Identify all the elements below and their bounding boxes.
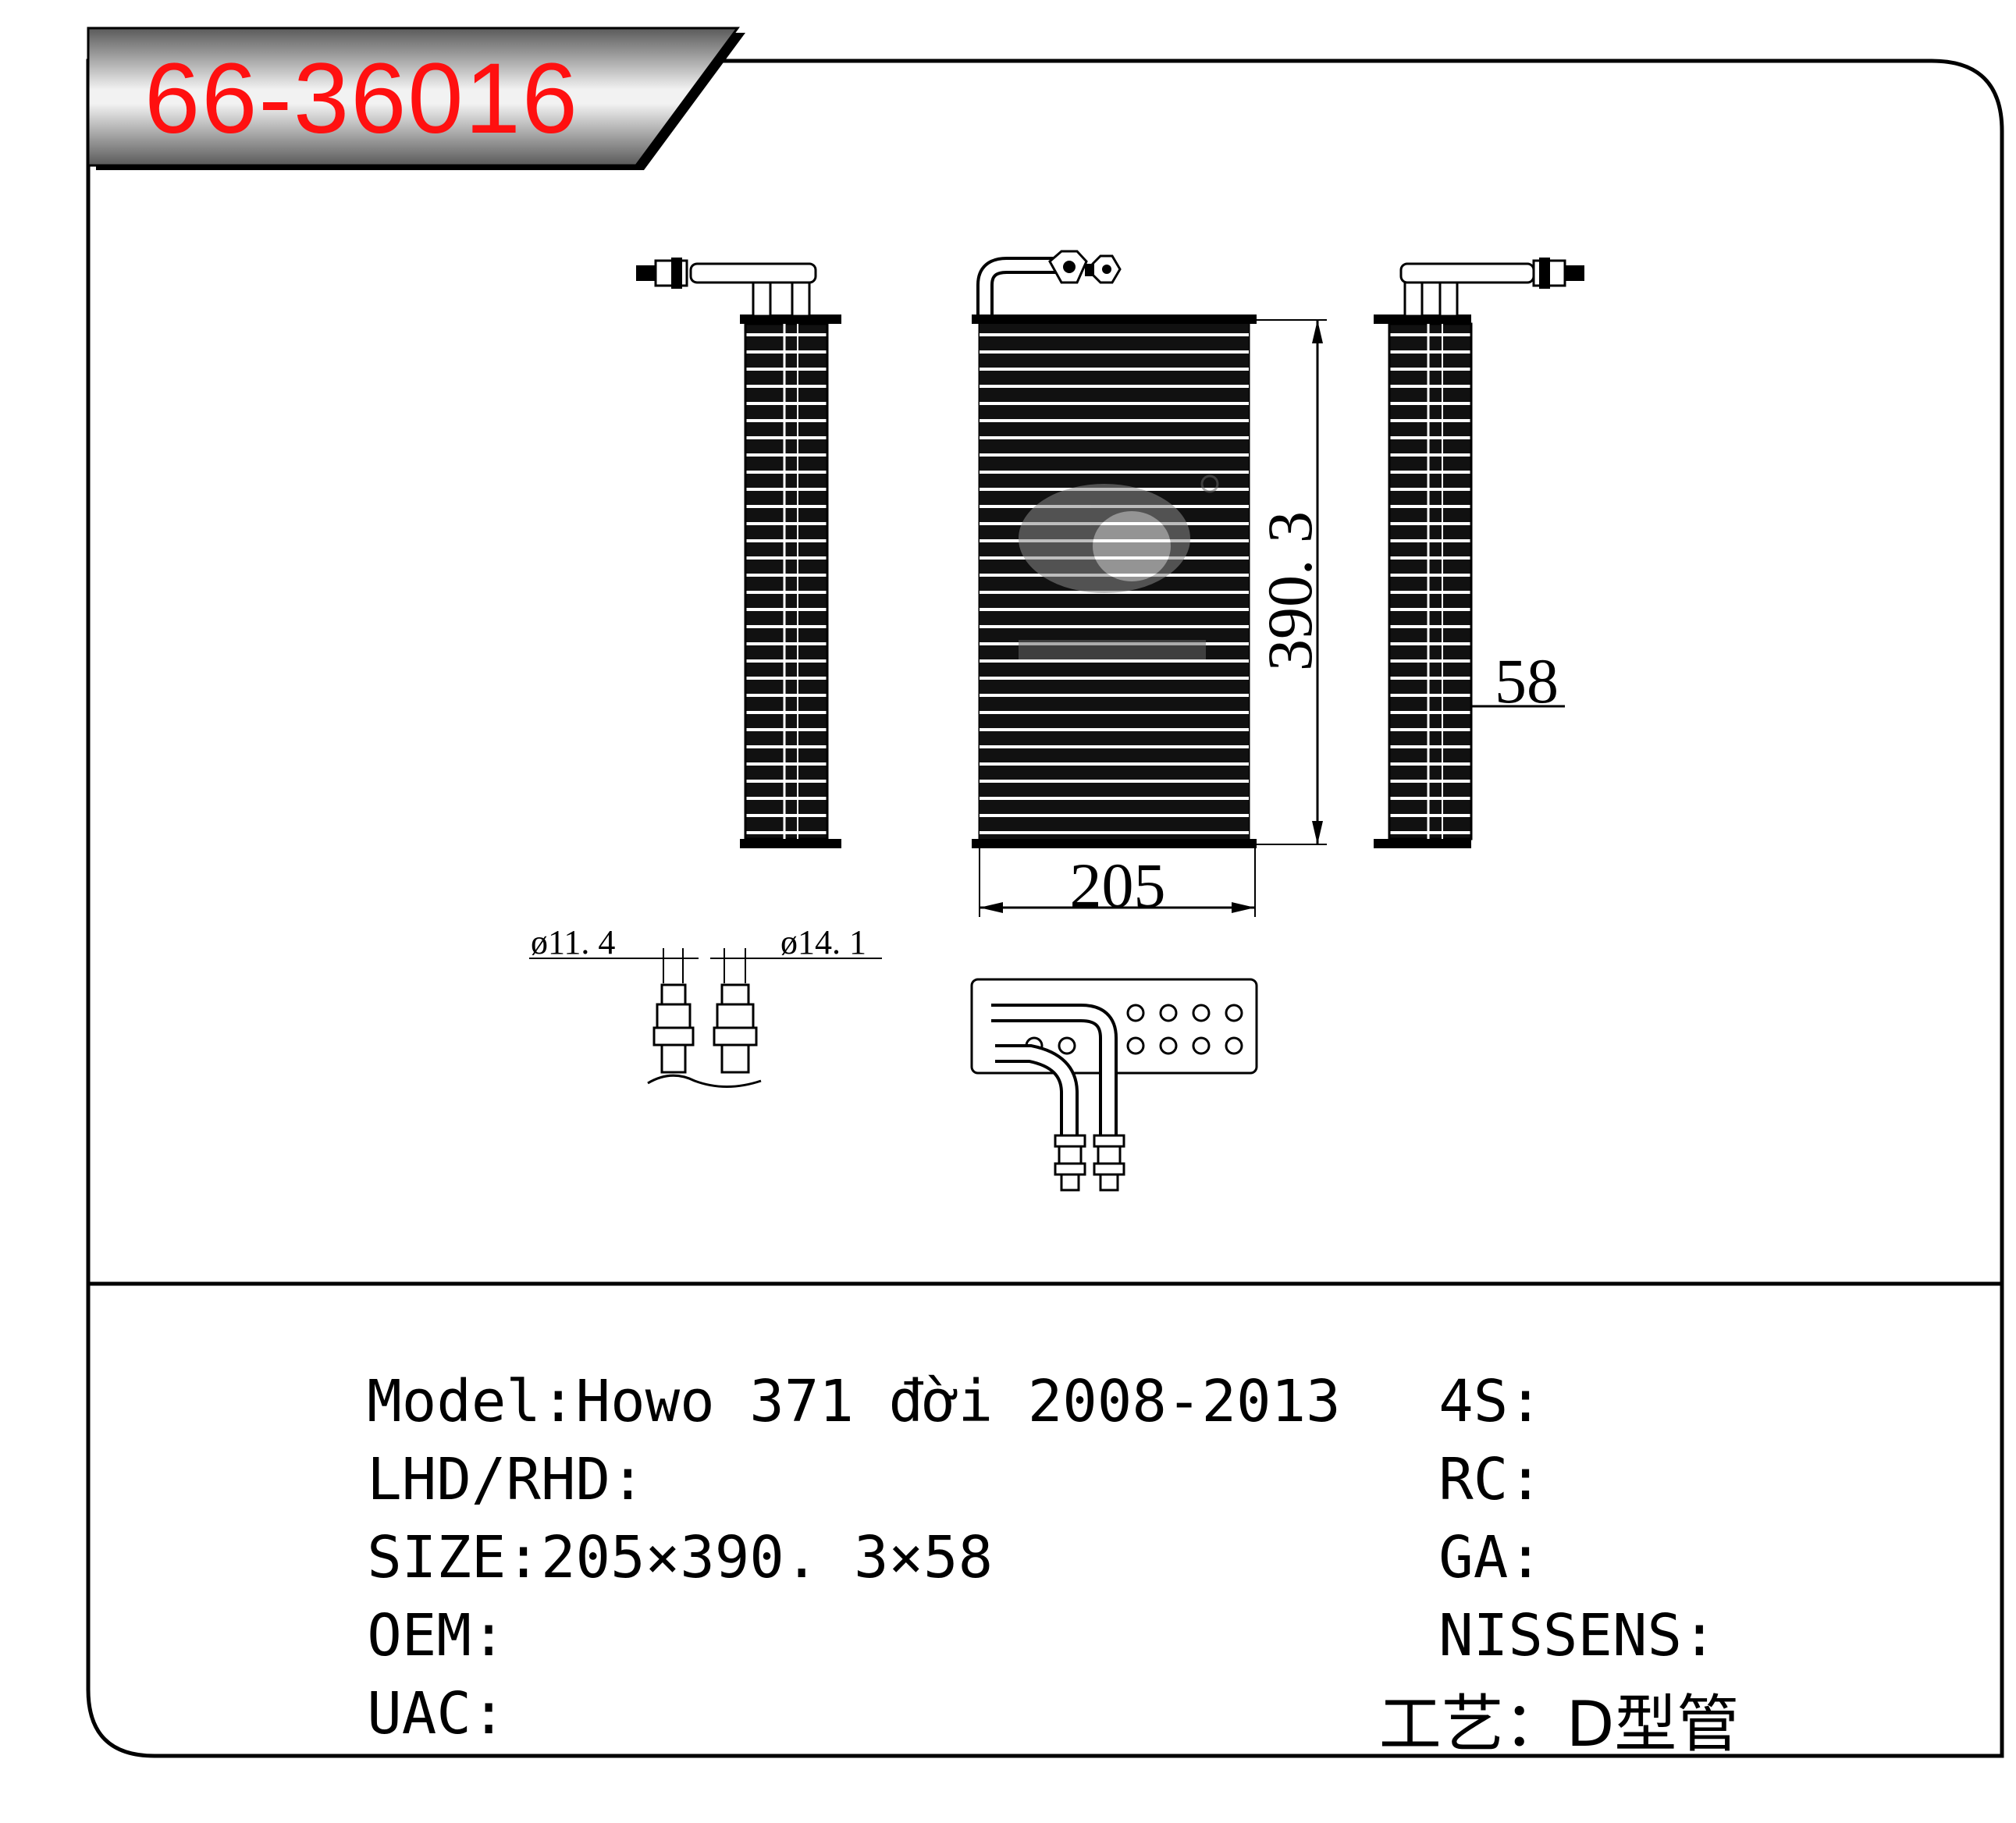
spec-nissens: NISSENS: [1300,1549,1717,1722]
spec-uac-label: UAC: [367,1680,507,1747]
spec-model-value: Howo 371 đời 2008-2013 [575,1368,1341,1435]
spec-oem: OEM: [228,1549,506,1722]
inlet-diameter-label: ø11. 4 [531,923,615,961]
pipe-detail: ø11. 4 ø14. 1 [529,923,882,1088]
part-number-tag: 66-36016 [87,27,745,170]
spec-ga: GA: [1300,1471,1543,1644]
spec-model: Model:Howo 371 đời 2008-2013 [228,1315,1341,1488]
spec-uac: UAC: [228,1627,506,1800]
spec-lhd-rhd: LHD/RHD: [228,1393,645,1566]
spec-size: SIZE:205×390. 3×58 [228,1471,993,1644]
part-number: 66-36016 [144,43,579,155]
depth-label: 58 [1495,645,1559,716]
width-label: 205 [1070,850,1166,921]
spec-model-label: Model: [367,1368,576,1435]
spec-size-label: SIZE: [367,1524,541,1591]
spec-size-value: 205×390. 3×58 [540,1524,994,1591]
spec-nissens-label: NISSENS: [1438,1602,1717,1669]
spec-rc: RC: [1300,1393,1543,1566]
top-view [970,978,1258,1192]
spec-process: 工艺：D型管 [1300,1631,1740,1818]
spec-oem-label: OEM: [367,1602,507,1669]
spec-ga-label: GA: [1438,1524,1543,1591]
spec-process-value: D型管 [1566,1688,1740,1761]
spec-4s: 4S: [1300,1315,1543,1488]
spec-4s-label: 4S: [1438,1368,1543,1435]
brand-logo-watermark [1019,474,1219,659]
spec-process-label: 工艺： [1378,1688,1566,1761]
height-dimension: 390. 3 [1249,319,1327,845]
front-view [972,250,1257,848]
outer-frame [86,59,2004,1758]
height-label: 390. 3 [1254,511,1325,671]
width-dimension: 205 [979,847,1256,921]
spec-lhd-rhd-label: LHD/RHD: [367,1446,645,1513]
side-view-left [636,258,841,848]
side-view-right: 58 [1374,258,1584,848]
outlet-diameter-label: ø14. 1 [780,923,866,961]
spec-rc-label: RC: [1438,1446,1543,1513]
